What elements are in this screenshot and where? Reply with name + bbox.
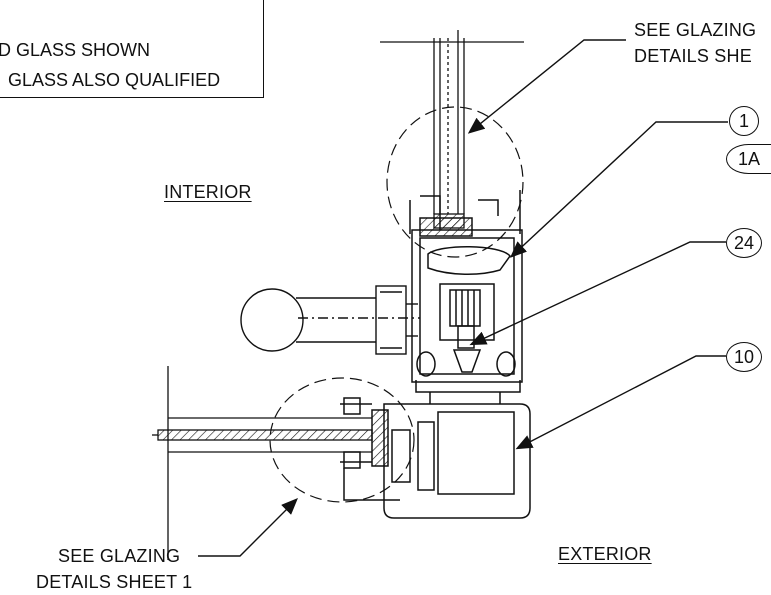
upper-detail-circle — [386, 106, 524, 258]
mullion-frame — [409, 190, 523, 404]
lower-glass-lite — [152, 366, 373, 560]
note-line-2: GLASS ALSO QUALIFIED — [8, 70, 221, 90]
callout-24: 24 — [726, 228, 762, 258]
note-line-1: D GLASS SHOWN — [0, 40, 151, 60]
lower-detail-circle — [269, 377, 415, 503]
exterior-box-mullion — [340, 397, 531, 519]
callout-1: 1 — [729, 106, 759, 136]
glazing-note-bottom-line1: SEE GLAZING — [58, 546, 181, 566]
exterior-label: EXTERIOR — [558, 544, 652, 564]
glazing-note-bottom-line2: DETAILS SHEET 1 — [36, 572, 193, 592]
leader-lines — [198, 39, 728, 557]
note-box — [0, 0, 264, 98]
glazing-note-top-line1: SEE GLAZING — [634, 20, 757, 40]
upper-glass-lite — [380, 30, 524, 229]
interior-cylinder — [240, 285, 420, 355]
glazing-note-top-line2: DETAILS SHE — [634, 46, 752, 66]
interior-label: INTERIOR — [164, 182, 252, 202]
callout-10: 10 — [726, 342, 762, 372]
callout-1a: 1A — [726, 144, 771, 174]
